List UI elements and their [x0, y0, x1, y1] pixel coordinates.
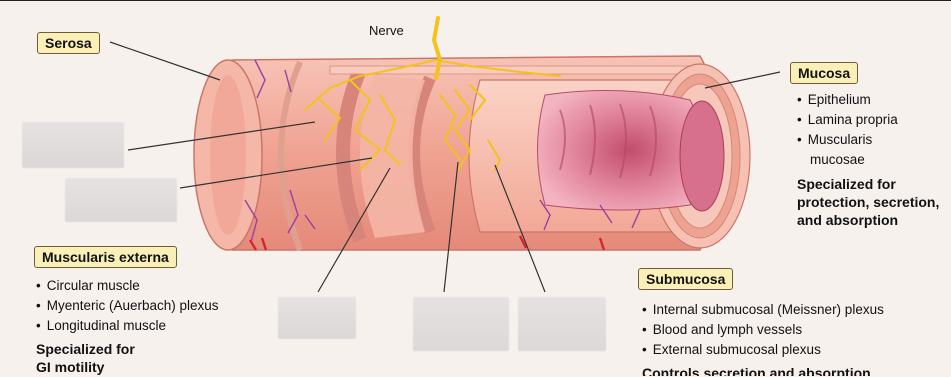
blank-label-box [413, 297, 509, 351]
lumen [538, 91, 725, 211]
mucosa-note-line: protection, secretion, [797, 193, 939, 211]
submucosa-note: Controls secretion and absorption [642, 364, 871, 376]
muscularis-note: Specialized for GI motility [36, 340, 135, 376]
submucosa-item: Blood and lymph vessels [642, 320, 884, 340]
submucosa-note-line: Controls secretion and absorption [642, 364, 871, 376]
nerve-label: Nerve [369, 23, 404, 38]
blank-label-box [65, 178, 177, 222]
mucosa-note: Specialized for protection, secretion, a… [797, 175, 939, 229]
muscularis-externa-label: Muscularis externa [34, 246, 177, 268]
muscularis-note-line: GI motility [36, 358, 135, 376]
muscularis-externa-list: Circular muscle Myenteric (Auerbach) ple… [36, 276, 219, 336]
muscularis-note-line: Specialized for [36, 340, 135, 358]
mucosa-item: Muscularis [797, 130, 898, 150]
mucosa-list: Epithelium Lamina propria Muscularis muc… [797, 90, 898, 170]
mucosa-item: Epithelium [797, 90, 898, 110]
muscularis-item: Longitudinal muscle [36, 316, 219, 336]
submucosa-item: External submucosal plexus [642, 340, 884, 360]
submucosa-list: Internal submucosal (Meissner) plexus Bl… [642, 300, 884, 360]
submucosa-label: Submucosa [638, 268, 733, 290]
mucosa-note-line: and absorption [797, 211, 939, 229]
blank-label-box [22, 122, 124, 168]
mucosa-label: Mucosa [790, 62, 858, 84]
mucosa-note-line: Specialized for [797, 175, 939, 193]
mucosa-item: Lamina propria [797, 110, 898, 130]
mucosa-item: mucosae [797, 150, 898, 170]
muscularis-item: Myenteric (Auerbach) plexus [36, 296, 219, 316]
blank-label-box [278, 297, 356, 339]
serosa-label: Serosa [37, 32, 100, 54]
submucosa-item: Internal submucosal (Meissner) plexus [642, 300, 884, 320]
muscularis-item: Circular muscle [36, 276, 219, 296]
blank-label-box [518, 297, 606, 351]
